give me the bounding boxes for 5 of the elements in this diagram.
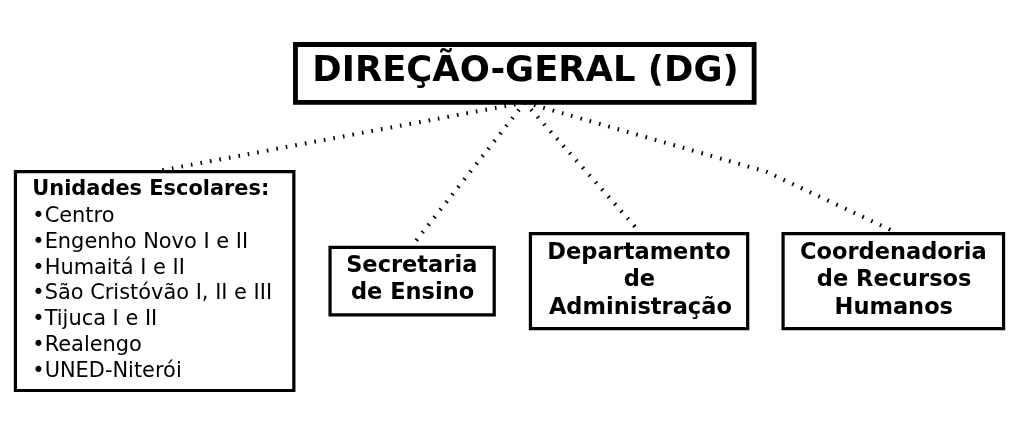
node-box: DIREÇÃO-GERAL (DG): [292, 41, 757, 105]
node-box: Unidades Escolares: •Centro •Engenho Novo I e II •Humaitá I e II •São Cristóvão I, II e III •Tijuca I e II •Realengo •UNED-Niterói: [13, 169, 295, 392]
node-box: Secretaria de Ensino: [327, 245, 496, 316]
node-box: Departamento de Administração: [528, 231, 749, 330]
node-box: Coordenadoria de Recursos Humanos: [781, 231, 1005, 330]
